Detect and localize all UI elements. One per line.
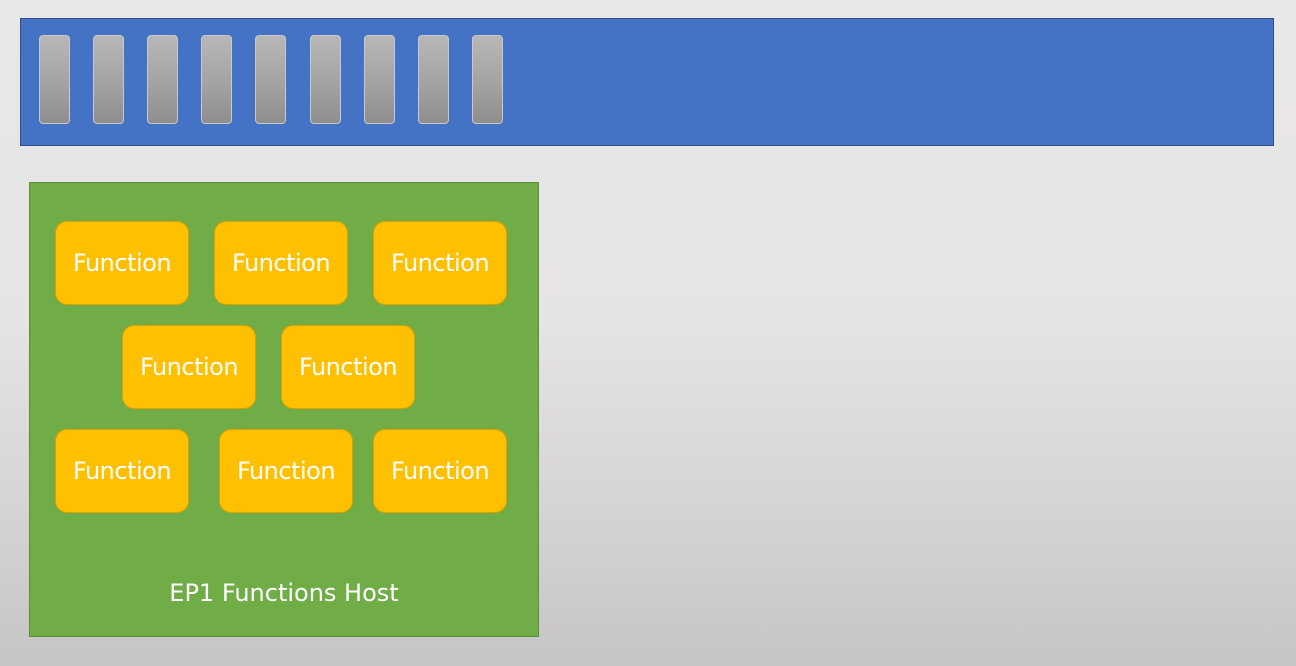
function-box: Function — [55, 429, 189, 513]
function-box: Function — [122, 325, 256, 409]
instance-slot-icon — [364, 35, 395, 124]
functions-host: Function Function Function Function Func… — [29, 182, 539, 637]
instance-slot-icon — [418, 35, 449, 124]
function-box: Function — [55, 221, 189, 305]
instance-slot-icon — [255, 35, 286, 124]
instance-slot-icon — [472, 35, 503, 124]
host-label: EP1 Functions Host — [169, 579, 399, 607]
instance-slot-icon — [310, 35, 341, 124]
function-box: Function — [281, 325, 415, 409]
instance-slot-icon — [39, 35, 70, 124]
function-box: Function — [214, 221, 348, 305]
instance-slot-icon — [147, 35, 178, 124]
function-box: Function — [373, 429, 507, 513]
function-box: Function — [373, 221, 507, 305]
instance-slot-icon — [201, 35, 232, 124]
function-box: Function — [219, 429, 353, 513]
instance-slot-icon — [93, 35, 124, 124]
instance-bar — [20, 18, 1274, 146]
